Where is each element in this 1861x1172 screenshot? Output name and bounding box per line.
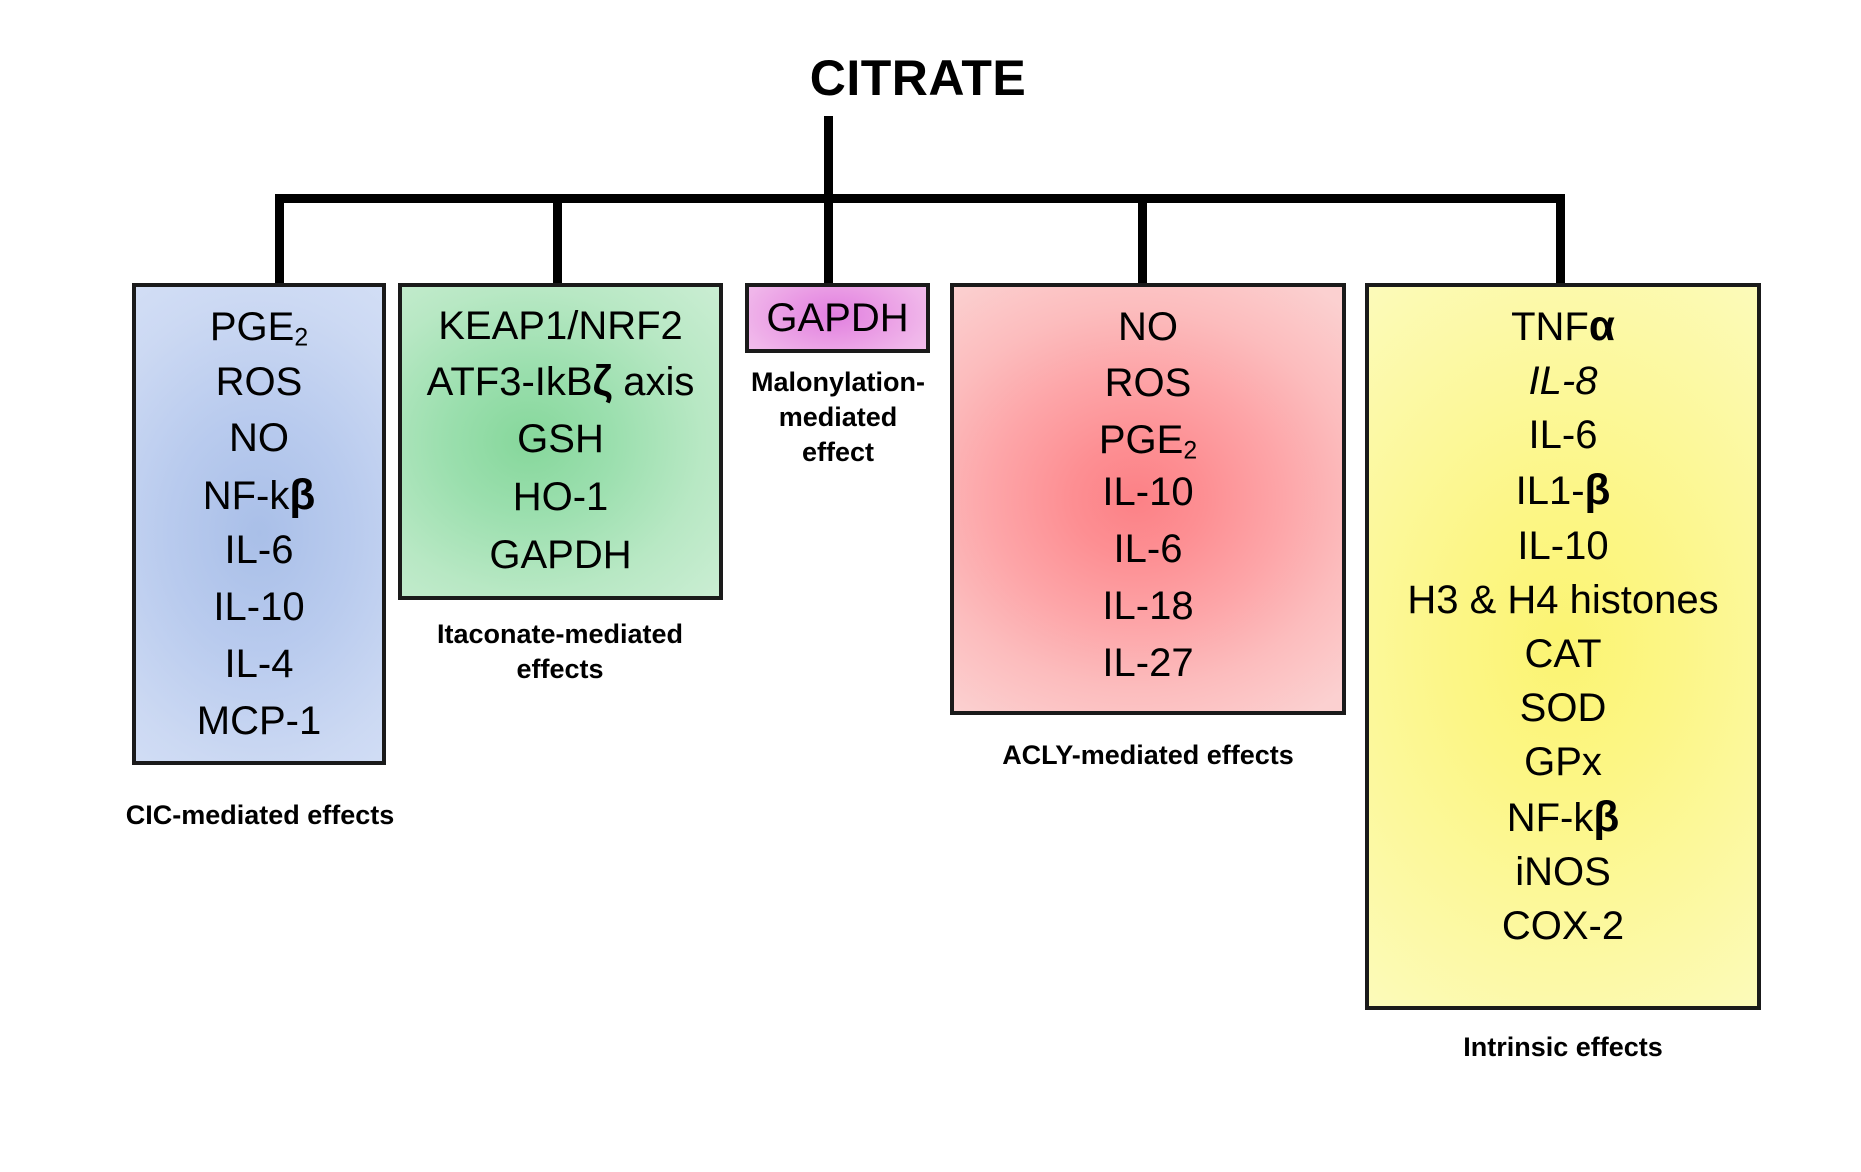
list-item: NF-kβ xyxy=(202,471,316,518)
box-intrinsic-effects: TNFα IL-8 IL-6 IL1-β IL-10 H3 & H4 histo… xyxy=(1365,283,1761,1010)
list-item: IL1-β xyxy=(1515,466,1611,514)
caption-line: effect xyxy=(801,437,875,468)
list-item: GPx xyxy=(1524,739,1602,784)
list-item: NO xyxy=(1118,305,1178,349)
list-item: CAT xyxy=(1524,631,1602,676)
connector-drop-itaconate xyxy=(553,194,562,283)
list-item: IL-6 xyxy=(1528,413,1598,458)
connector-drop-malonylation xyxy=(824,194,833,283)
box-cic-mediated-effects: PGE2 ROS NO NF-kβ IL-6 IL-10 IL-4 MCP-1 xyxy=(132,283,386,765)
list-item: H3 & H4 histones xyxy=(1407,577,1719,622)
connector-drop-cic xyxy=(275,194,284,283)
list-item: ROS xyxy=(1104,361,1192,405)
list-item: IL-10 xyxy=(1102,470,1194,514)
list-item: GAPDH xyxy=(766,296,909,340)
list-item: IL-8 xyxy=(1528,359,1598,404)
list-item: SOD xyxy=(1519,685,1607,730)
list-item: IL-10 xyxy=(1517,523,1609,568)
list-item: IL-4 xyxy=(224,642,294,687)
caption-intrinsic-effects: Intrinsic effects xyxy=(1463,1032,1663,1062)
list-item: IL-18 xyxy=(1102,584,1194,628)
list-item: TNFα xyxy=(1511,302,1615,349)
list-item: KEAP1/NRF2 xyxy=(438,304,683,348)
box-acly-mediated-effects: NO ROS PGE2 IL-10 IL-6 IL-18 IL-27 xyxy=(950,283,1346,715)
caption-line: effects xyxy=(516,654,604,685)
list-item: IL-6 xyxy=(1113,527,1183,571)
list-item: PGE2 xyxy=(209,305,309,352)
list-item: iNOS xyxy=(1515,850,1611,895)
list-item: NF-kβ xyxy=(1506,792,1620,840)
caption-line: mediated xyxy=(778,402,898,433)
connector-drop-acly xyxy=(1138,194,1147,283)
list-item: PGE2 xyxy=(1098,418,1198,465)
diagram-title: CITRATE xyxy=(0,52,1861,105)
caption-line: Malonylation- xyxy=(751,367,925,397)
box-itaconate-mediated-effects: KEAP1/NRF2 ATF3-IkBζ axis GSH HO-1 GAPDH xyxy=(398,283,723,600)
caption-cic-mediated-effects: CIC-mediated effects xyxy=(125,800,395,830)
list-item: ATF3-IkBζ axis xyxy=(426,357,695,404)
caption-acly-mediated-effects: ACLY-mediated effects xyxy=(1002,740,1294,770)
connector-drop-intrinsic xyxy=(1556,194,1565,283)
caption-line: Itaconate-mediated xyxy=(436,619,684,649)
list-item: ROS xyxy=(215,360,303,404)
list-item: IL-27 xyxy=(1102,641,1194,685)
list-item: IL-6 xyxy=(224,528,294,573)
list-item: NO xyxy=(229,416,289,460)
box-malonylation-mediated-effect: GAPDH xyxy=(745,283,930,353)
list-item: COX-2 xyxy=(1501,904,1625,949)
caption-itaconate-mediated-effects: Itaconate-mediated effects xyxy=(390,617,730,687)
connector-horizontal-bar xyxy=(275,194,1565,203)
list-item: GAPDH xyxy=(489,533,632,578)
connector-trunk-vertical xyxy=(824,116,833,202)
list-item: GSH xyxy=(517,417,604,462)
caption-malonylation-mediated-effect: Malonylation- mediated effect xyxy=(728,365,948,470)
list-item: IL-10 xyxy=(213,585,305,630)
list-item: MCP-1 xyxy=(196,699,322,744)
list-item: HO-1 xyxy=(512,475,609,520)
diagram-title-text: CITRATE xyxy=(809,50,1027,106)
